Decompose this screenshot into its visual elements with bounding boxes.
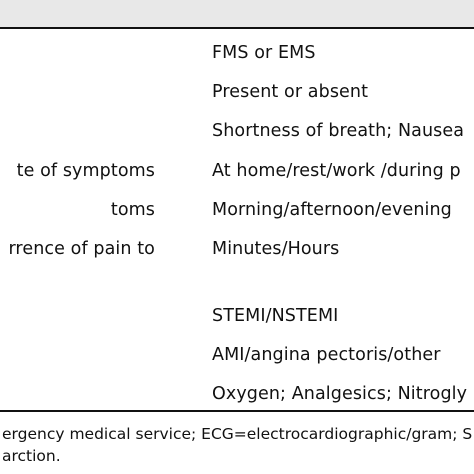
table-cell-value: Present or absent xyxy=(212,82,369,102)
table-cell-label: toms xyxy=(110,200,155,220)
table-cell-label: rrence of pain to xyxy=(8,239,155,259)
footnote-line-1: ergency medical service; ECG=electrocard… xyxy=(2,425,473,443)
table-cell-value: AMI/angina pectoris/other xyxy=(212,345,441,365)
table-header-band xyxy=(0,0,474,28)
table-bottom-rule xyxy=(0,410,474,412)
table-cell-value: STEMI/NSTEMI xyxy=(212,306,339,326)
table-cell-value: FMS or EMS xyxy=(212,43,316,63)
table-cell-value: Minutes/Hours xyxy=(212,239,340,259)
table-header-rule xyxy=(0,27,474,29)
table-cell-value: At home/rest/work /during p xyxy=(212,161,461,181)
table-cell-value: Shortness of breath; Nausea xyxy=(212,121,465,141)
footnote-line-2: arction. xyxy=(2,447,61,465)
table-cell-label: te of symptoms xyxy=(16,161,155,181)
table-cell-value: Oxygen; Analgesics; Nitrogly xyxy=(212,384,468,404)
table-cell-value: Morning/afternoon/evening xyxy=(212,200,452,220)
